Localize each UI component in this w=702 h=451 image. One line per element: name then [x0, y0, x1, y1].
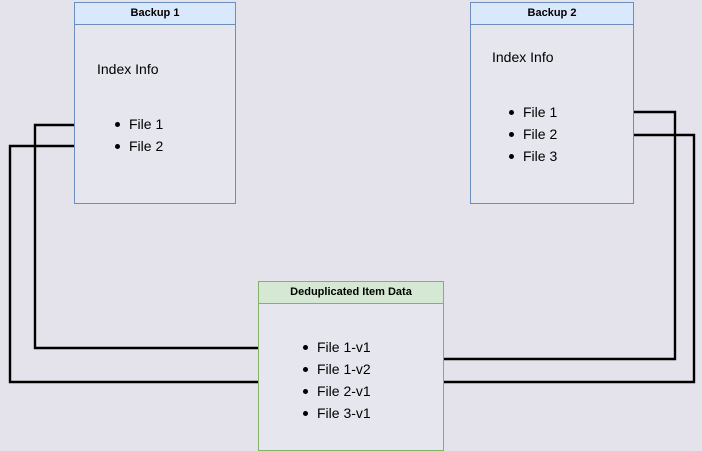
list-item[interactable]: File 2 — [112, 135, 163, 157]
node-backup-2-body — [471, 25, 633, 203]
node-backup-2-subtitle: Index Info — [492, 49, 554, 65]
list-item[interactable]: File 1 — [506, 101, 557, 123]
node-backup-1[interactable]: Backup 1 — [74, 2, 236, 204]
node-backup-2-file-list: File 1 File 2 File 3 — [506, 101, 557, 167]
node-deduplicated-item-data-file-list: File 1-v1 File 1-v2 File 2-v1 File 3-v1 — [300, 336, 371, 424]
list-item[interactable]: File 3-v1 — [300, 402, 371, 424]
node-deduplicated-item-data[interactable]: Deduplicated Item Data — [258, 281, 444, 451]
list-item[interactable]: File 1 — [112, 113, 163, 135]
node-backup-1-file-list: File 1 File 2 — [112, 113, 163, 157]
node-backup-2-header: Backup 2 — [471, 3, 633, 25]
list-item[interactable]: File 2-v1 — [300, 380, 371, 402]
node-backup-2[interactable]: Backup 2 — [470, 2, 634, 204]
node-deduplicated-item-data-header: Deduplicated Item Data — [259, 282, 443, 304]
list-item[interactable]: File 2 — [506, 123, 557, 145]
node-deduplicated-item-data-body — [259, 304, 443, 450]
node-backup-1-subtitle: Index Info — [97, 61, 159, 77]
list-item[interactable]: File 3 — [506, 145, 557, 167]
list-item[interactable]: File 1-v1 — [300, 336, 371, 358]
list-item[interactable]: File 1-v2 — [300, 358, 371, 380]
node-backup-1-body — [75, 25, 235, 203]
node-backup-1-header: Backup 1 — [75, 3, 235, 25]
